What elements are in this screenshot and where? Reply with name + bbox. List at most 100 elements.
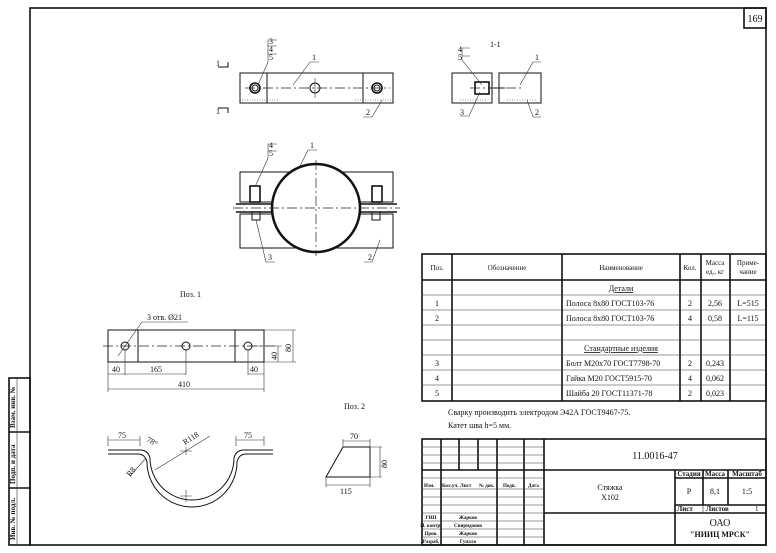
svg-text:Поз. 1: Поз. 1: [180, 290, 201, 299]
table-row: 3 Болт М20x70 ГОСТ7798-70 2 0,243: [435, 359, 724, 368]
svg-text:R8: R8: [125, 465, 138, 478]
svg-text:ед., кг: ед., кг: [706, 268, 724, 276]
svg-text:1-1: 1-1: [490, 40, 501, 49]
svg-text:Наименование: Наименование: [599, 264, 643, 272]
svg-text:1: 1: [755, 505, 759, 513]
svg-text:1: 1: [216, 107, 220, 116]
svg-text:3: 3: [460, 108, 464, 117]
part1-drawing: Поз. 1 3 отв. Ø21 40 165 40 410 40 80: [103, 290, 296, 392]
svg-text:Поз. 2: Поз. 2: [344, 402, 365, 411]
svg-text:Инв. № подл.: Инв. № подл.: [9, 498, 17, 540]
svg-text:Масса: Масса: [706, 259, 726, 267]
svg-text:Кол.: Кол.: [684, 264, 697, 272]
cell-mass: 0,062: [706, 374, 724, 383]
svg-text:Изм.: Изм.: [424, 484, 435, 489]
svg-text:8,1: 8,1: [710, 487, 720, 496]
svg-text:Пров.: Пров.: [425, 532, 439, 537]
svg-text:1:5: 1:5: [742, 487, 752, 496]
svg-text:Стадия: Стадия: [677, 470, 701, 478]
svg-text:X102: X102: [601, 493, 619, 502]
cell-name: Шайба 20 ГОСТ11371-78: [566, 389, 652, 398]
svg-text:1: 1: [535, 53, 539, 62]
svg-text:3 отв. Ø21: 3 отв. Ø21: [147, 313, 182, 322]
cell-name: Полоса 8x80 ГОСТ103-76: [566, 299, 654, 308]
svg-text:75: 75: [244, 431, 252, 440]
svg-text:40: 40: [250, 365, 258, 374]
svg-text:чание: чание: [739, 268, 756, 276]
sheet-number: 169: [748, 14, 763, 25]
svg-text:80: 80: [284, 344, 293, 352]
svg-text:Разраб.: Разраб.: [423, 540, 440, 545]
svg-text:5: 5: [269, 149, 273, 158]
svg-text:410: 410: [178, 380, 190, 389]
svg-text:R118: R118: [181, 430, 200, 447]
svg-text:3: 3: [269, 37, 273, 46]
svg-text:ОАО: ОАО: [710, 518, 731, 529]
svg-text:Листов: Листов: [706, 505, 729, 513]
bent-plate-drawing: 75 75 78° R118 R8: [107, 430, 273, 508]
note-line: Катет шва h=5 мм.: [448, 421, 511, 430]
svg-text:Взам. инв. №: Взам. инв. №: [9, 386, 17, 428]
svg-text:5: 5: [458, 53, 462, 62]
cell-pos: 2: [435, 314, 439, 323]
svg-text:70: 70: [350, 432, 358, 441]
front-view: 4 5 1 3 2: [233, 141, 400, 263]
cell-qty: 2: [688, 359, 692, 368]
svg-text:4: 4: [269, 45, 273, 54]
svg-text:Жарков: Жарков: [459, 532, 477, 537]
top-view: 1 1 3 4 5 1 2: [216, 37, 394, 118]
svg-text:Приме-: Приме-: [737, 259, 760, 267]
svg-text:5: 5: [269, 53, 273, 62]
svg-text:75: 75: [118, 431, 126, 440]
svg-text:Лист: Лист: [460, 484, 472, 489]
svg-text:Н. контр.: Н. контр.: [420, 524, 442, 529]
cell-name: Полоса 8x80 ГОСТ103-76: [566, 314, 654, 323]
cell-pos: 3: [435, 359, 439, 368]
note-line: Сварку производить электродом Э42А ГОСТ9…: [448, 408, 630, 417]
svg-text:Р: Р: [687, 487, 692, 496]
cell-mass: 2,56: [708, 299, 722, 308]
svg-text:Масштаб: Масштаб: [732, 470, 762, 478]
cell-qty: 2: [688, 299, 692, 308]
svg-text:№ док.: № док.: [479, 483, 495, 489]
svg-text:80: 80: [380, 460, 389, 468]
section-view: 1-1 4 5 3 1 2: [451, 40, 542, 118]
svg-text:Дата: Дата: [528, 484, 539, 489]
svg-text:Кол.уч.: Кол.уч.: [442, 484, 459, 489]
svg-text:Обозначение: Обозначение: [488, 264, 527, 272]
svg-text:2: 2: [535, 108, 539, 117]
cell-name: Болт М20x70 ГОСТ7798-70: [566, 359, 660, 368]
svg-text:1: 1: [312, 53, 316, 62]
svg-text:Поз.: Поз.: [430, 264, 443, 272]
svg-text:1: 1: [216, 59, 220, 68]
title-block: 11.0016-47 Стяжка X102 Стадия Масса Масш…: [420, 438, 767, 546]
cell-mass: 0,023: [706, 389, 724, 398]
svg-text:165: 165: [150, 365, 162, 374]
cell-pos: 1: [435, 299, 439, 308]
cell-mass: 0,58: [708, 314, 722, 323]
cell-qty: 4: [688, 314, 692, 323]
svg-text:"НИИЦ МРСК": "НИИЦ МРСК": [690, 530, 750, 539]
cell-mass: 0,243: [706, 359, 724, 368]
spec-table: Поз. Обозначение Наименование Кол. Масса…: [421, 253, 767, 402]
svg-text:Подп.: Подп.: [503, 484, 517, 489]
cell-qty: 4: [688, 374, 692, 383]
left-strip: Инв. № подл. Подп. и дата Взам. инв. №: [8, 377, 31, 546]
svg-text:40: 40: [270, 352, 279, 360]
svg-text:Детали: Детали: [609, 284, 634, 293]
svg-text:Гупало: Гупало: [460, 540, 477, 545]
svg-text:2: 2: [366, 108, 370, 117]
svg-text:40: 40: [112, 365, 120, 374]
svg-text:115: 115: [340, 487, 352, 496]
svg-text:3: 3: [268, 253, 272, 262]
cell-pos: 5: [435, 389, 439, 398]
svg-text:Стандартные изделия: Стандартные изделия: [584, 344, 658, 353]
svg-text:2: 2: [368, 253, 372, 262]
svg-text:Подп. и дата: Подп. и дата: [9, 444, 17, 484]
